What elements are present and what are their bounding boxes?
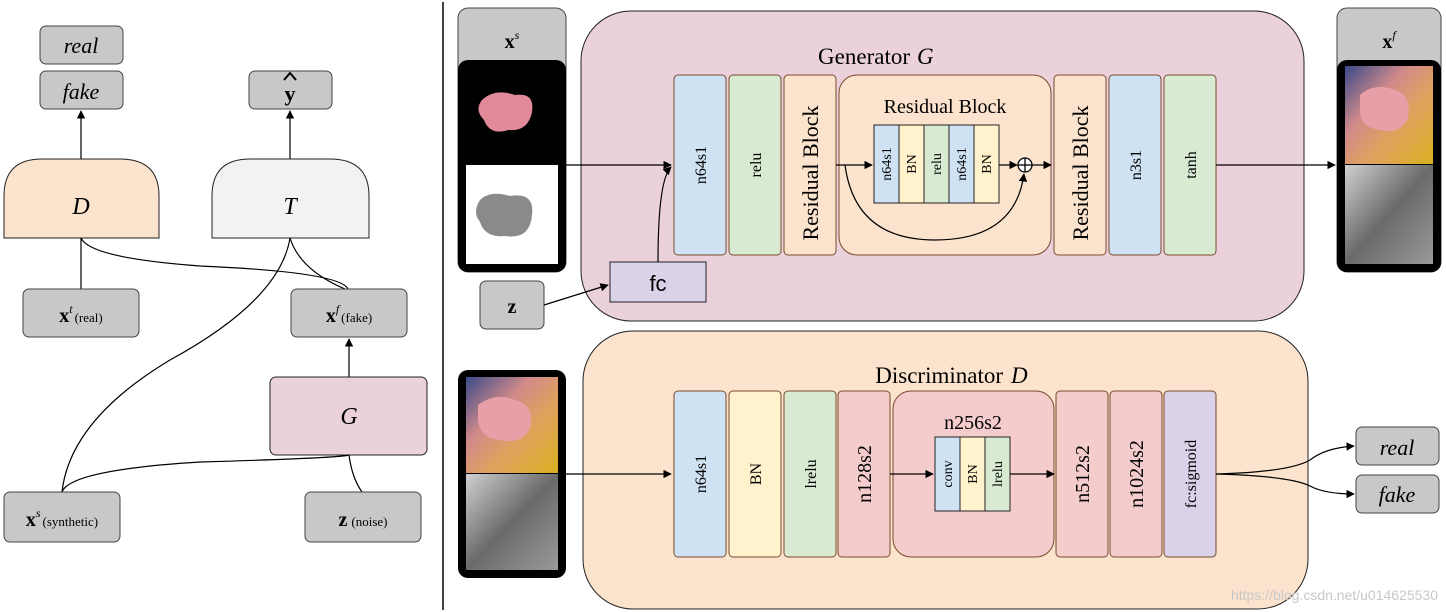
z-label: z xyxy=(508,296,517,318)
arrow-fc-gen xyxy=(657,166,672,263)
d-inner-bn-label: BN xyxy=(966,464,981,483)
skip-connection xyxy=(844,164,1028,241)
d-layer-n1024s2 xyxy=(1109,390,1163,558)
z-noise-label: z(noise) xyxy=(339,509,388,531)
xf-output-label: xf xyxy=(1382,28,1397,53)
d-layer-n512s2-label: n512s2 xyxy=(1072,445,1094,503)
z-noise-box xyxy=(304,491,422,543)
g-layer-res2 xyxy=(1053,74,1107,256)
d-module xyxy=(3,158,160,239)
d-layer-bn xyxy=(728,390,782,558)
out-yhat-box xyxy=(248,70,333,110)
out-fake-box xyxy=(39,70,124,110)
g-layer-n64s1 xyxy=(673,74,727,256)
discriminator-title-var: D xyxy=(1010,363,1028,388)
res-layer-5-label: BN xyxy=(980,154,995,173)
out-real-box xyxy=(39,25,124,65)
xs-render-object xyxy=(478,92,533,132)
xf-fake-label: xf(fake) xyxy=(326,302,372,327)
left-overview: real fake y D T xt(real) xf(fake) xyxy=(3,25,428,543)
g-layer-res1-label: Residual Block xyxy=(798,105,823,240)
d-input-object xyxy=(478,396,531,442)
out-fake-label: fake xyxy=(63,79,100,104)
xf-depth-image xyxy=(1345,165,1433,264)
d-out-fake-box xyxy=(1355,474,1440,514)
res-layer-3 xyxy=(923,124,950,204)
xs-synthetic-label: xs(synthetic) xyxy=(26,506,98,531)
g-layer-tanh-label: tanh xyxy=(1183,151,1200,179)
generator-panel: Generator G xs z fc n64s1 relu Residual … xyxy=(457,7,1442,330)
d-layer-bn-label: BN xyxy=(748,462,765,485)
xs-input-label: xs xyxy=(505,28,520,53)
xs-depth-object xyxy=(476,193,533,237)
generator-title: Generator xyxy=(818,44,910,69)
arrow-z-fc xyxy=(543,283,609,306)
res-layer-1-label: n64s1 xyxy=(880,147,895,180)
res-layer-5 xyxy=(973,124,1000,204)
res-layer-2 xyxy=(898,124,925,204)
d-inner-bn xyxy=(959,436,986,512)
res-layer-3-label: relu xyxy=(930,153,945,175)
line-t-xf xyxy=(289,237,346,290)
out-yhat-label: y xyxy=(285,81,296,106)
d-inner-lrelu-label: lrelu xyxy=(991,461,1006,487)
out-real-label: real xyxy=(64,33,99,58)
d-out-real-label: real xyxy=(1380,435,1415,460)
g-label: G xyxy=(340,404,357,430)
hat-icon xyxy=(283,71,297,81)
g-layer-relu xyxy=(728,74,782,256)
d-input-depth xyxy=(466,474,558,570)
watermark: https://blog.csdn.net/u014625530 xyxy=(1231,587,1438,603)
d-layer-n64s1-label: n64s1 xyxy=(693,455,710,493)
res-layer-2-label: BN xyxy=(905,154,920,173)
residual-block-title: Residual Block xyxy=(884,96,1007,118)
d-inner-title: n256s2 xyxy=(944,412,1002,434)
t-module xyxy=(211,158,370,239)
d-layer-lrelu xyxy=(783,390,837,558)
d-layer-n64s1 xyxy=(673,390,727,558)
line-d-xf xyxy=(80,237,349,290)
discriminator-panel: Discriminator D n64s1 BN lrelu n128s2 n2… xyxy=(458,330,1440,610)
line-xs-g xyxy=(61,454,350,493)
xf-render-object xyxy=(1360,86,1409,132)
d-layer-n128s2-label: n128s2 xyxy=(854,445,876,503)
fc-box xyxy=(609,261,707,303)
d-layer-fc-label: fc:sigmoid xyxy=(1183,440,1200,508)
line-t-xs xyxy=(61,237,291,493)
d-label: D xyxy=(71,194,89,220)
discriminator-title: Discriminator xyxy=(875,363,1003,388)
xs-synthetic-box xyxy=(3,491,121,543)
xt-real-label: xt(real) xyxy=(59,302,102,327)
g-layer-n64s1-label: n64s1 xyxy=(693,146,710,184)
line-z-g xyxy=(348,454,363,493)
d-inner-conv-label: conv xyxy=(941,460,956,487)
t-label: T xyxy=(283,194,298,220)
fc-label: fc xyxy=(649,271,666,296)
d-layer-n1024s2-label: n1024s2 xyxy=(1126,440,1148,508)
d-out-fake-label: fake xyxy=(1379,482,1416,507)
g-layer-n3s1-label: n3s1 xyxy=(1128,150,1145,180)
d-out-real-box xyxy=(1355,426,1440,466)
d-layer-n512s2 xyxy=(1055,390,1109,558)
g-layer-relu-label: relu xyxy=(748,153,765,178)
arrow-d-real xyxy=(1215,442,1355,475)
xf-fake-box xyxy=(290,288,408,338)
xt-real-box xyxy=(22,288,140,338)
g-layer-res2-label: Residual Block xyxy=(1068,105,1093,240)
g-layer-n3s1 xyxy=(1108,74,1162,256)
generator-title-var: G xyxy=(917,44,934,69)
res-layer-4-label: n64s1 xyxy=(955,147,970,180)
d-layer-lrelu-label: lrelu xyxy=(803,459,820,488)
arrow-d-fake xyxy=(1215,473,1355,499)
d-inner-lrelu xyxy=(984,436,1011,512)
res-layer-4 xyxy=(948,124,975,204)
